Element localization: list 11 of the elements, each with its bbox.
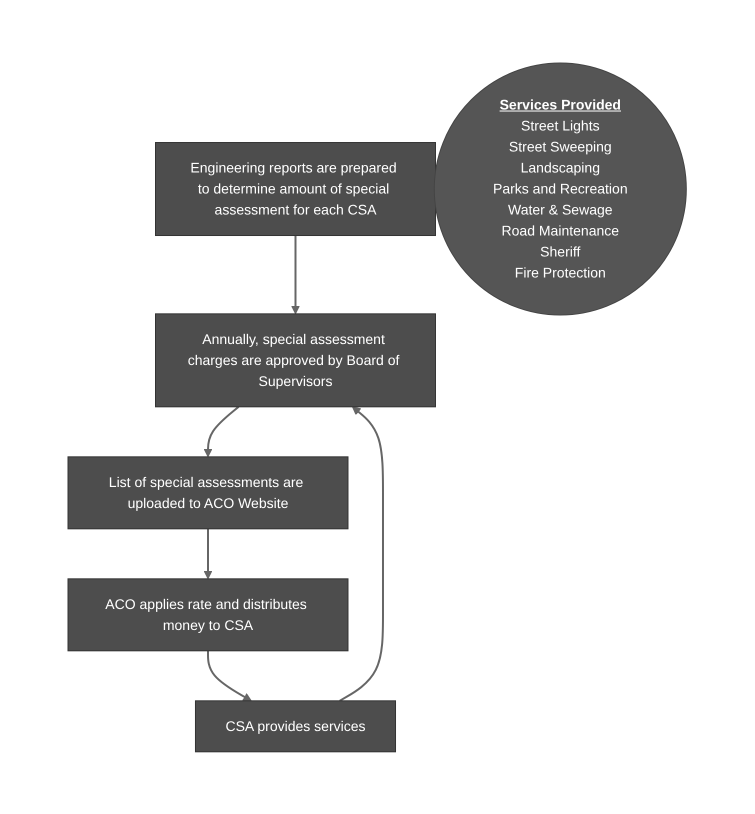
node-box: ACO applies rate and distributes money to CSA xyxy=(68,578,349,651)
arrow xyxy=(204,528,213,579)
node-box: Engineering reports are prepared to determine amount of special assessment for each CSA xyxy=(155,142,436,236)
node-box: List of special assessments are uploaded to ACO Website xyxy=(68,456,349,529)
arrow xyxy=(291,235,300,314)
arrow xyxy=(340,406,384,702)
node-box: Annually, special assessment charges are approved by Board of Supervisors xyxy=(155,312,436,407)
arrow xyxy=(207,650,252,701)
node-circle: Services Provided Street Lights Street Sweeping Landscaping Parks and Recreation Water & Sewage Road Maintenance Sheriff Fire Protection xyxy=(434,62,688,316)
arrow xyxy=(204,406,240,457)
node-box: CSA provides services xyxy=(195,700,396,752)
